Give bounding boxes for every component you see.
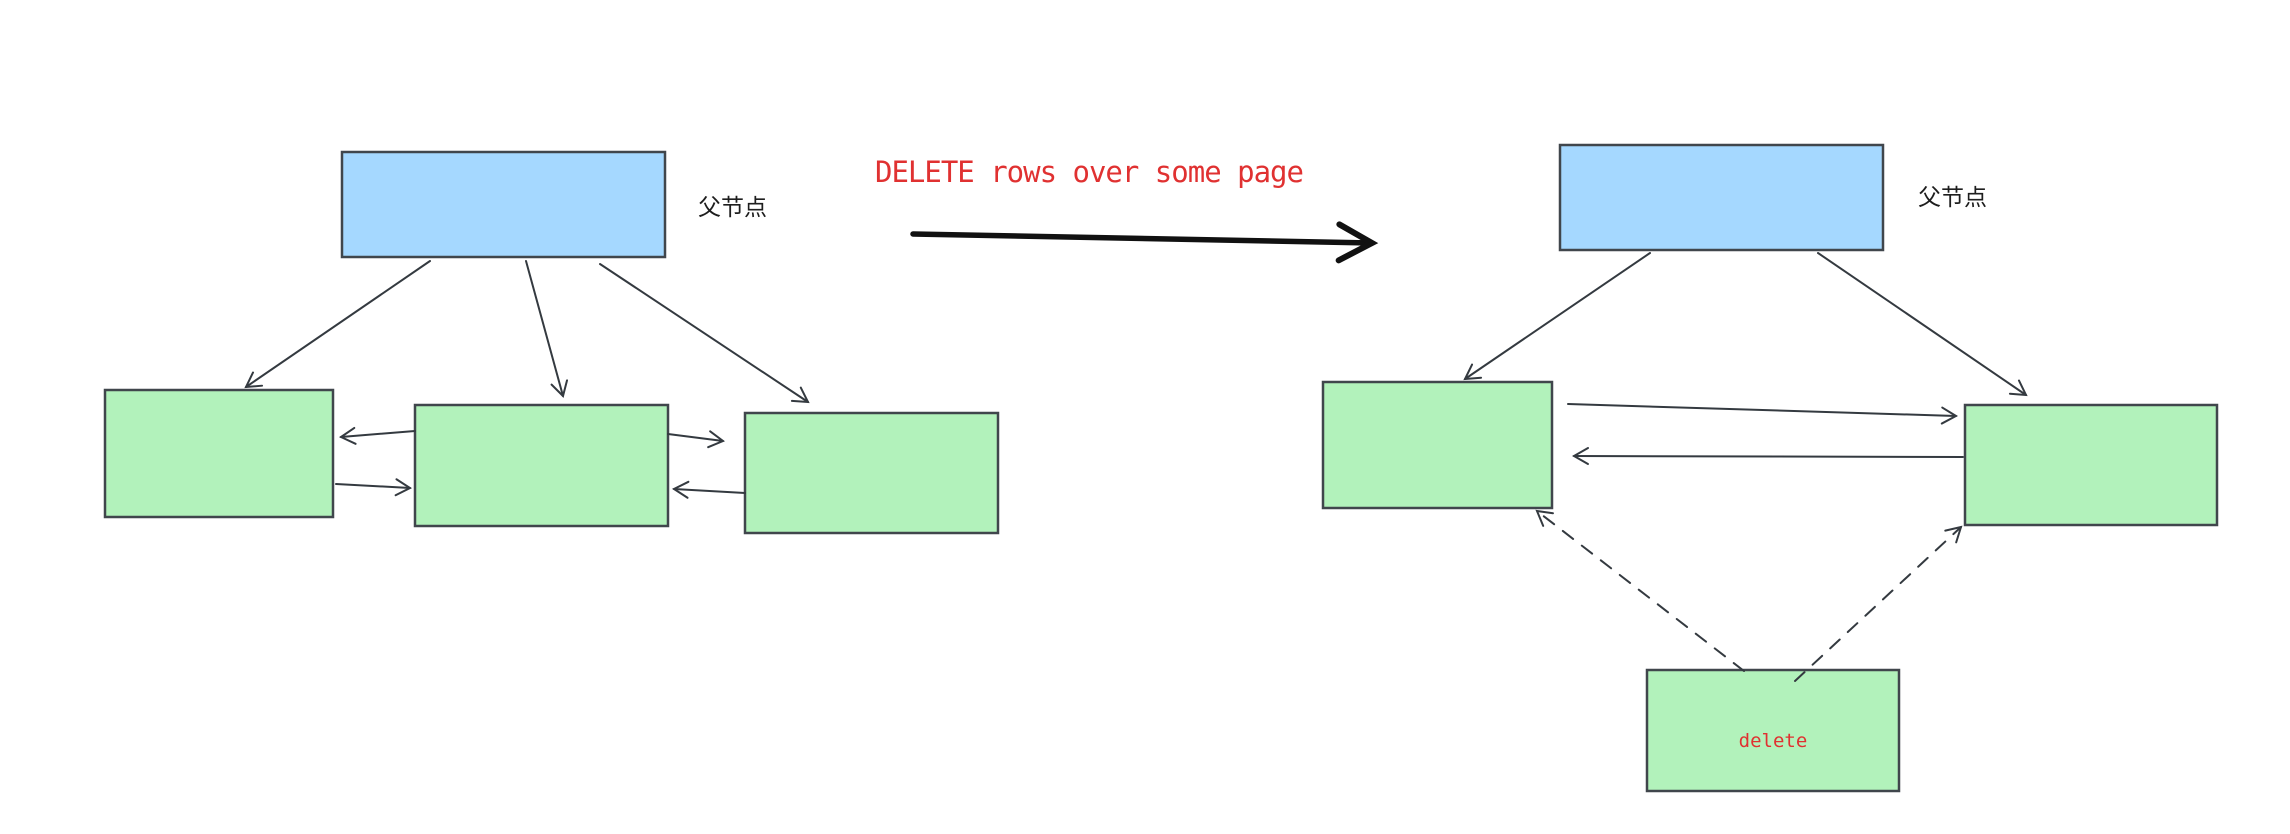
delete-node [1645, 668, 1901, 793]
parent-node-before [340, 150, 667, 259]
edge-delete-to-child2-dashed [1794, 525, 1963, 682]
edge-after-child2-to-child1 [1571, 447, 1964, 466]
edge-before-parent-to-child2 [525, 260, 569, 398]
edge-after-parent-to-child1 [1463, 252, 1651, 381]
child-node-after-2 [1963, 403, 2219, 527]
child-node-before-3 [743, 411, 1000, 535]
parent-node-before-label: 父节点 [698, 194, 767, 220]
edge-before-child2-to-child3 [667, 430, 725, 449]
edge-after-parent-to-child2 [1817, 252, 2028, 397]
child-node-after-1 [1321, 380, 1554, 510]
parent-node-after [1558, 143, 1885, 252]
edge-before-child1-to-child2 [335, 478, 413, 497]
transition-arrow [910, 221, 1379, 264]
edge-before-child3-to-child2 [671, 480, 746, 499]
parent-node-after-label: 父节点 [1918, 184, 1987, 210]
delete-node-label: delete [1739, 730, 1808, 752]
edge-before-parent-to-child1 [244, 260, 431, 389]
edge-before-parent-to-child3 [599, 263, 810, 404]
edge-after-child1-to-child2 [1567, 403, 1959, 425]
child-node-before-2 [413, 403, 670, 528]
child-node-before-1 [103, 388, 335, 519]
edge-delete-to-child1-dashed [1535, 509, 1745, 672]
transition-title: DELETE rows over some page [875, 155, 1303, 189]
edge-before-child2-to-child1 [338, 426, 416, 445]
